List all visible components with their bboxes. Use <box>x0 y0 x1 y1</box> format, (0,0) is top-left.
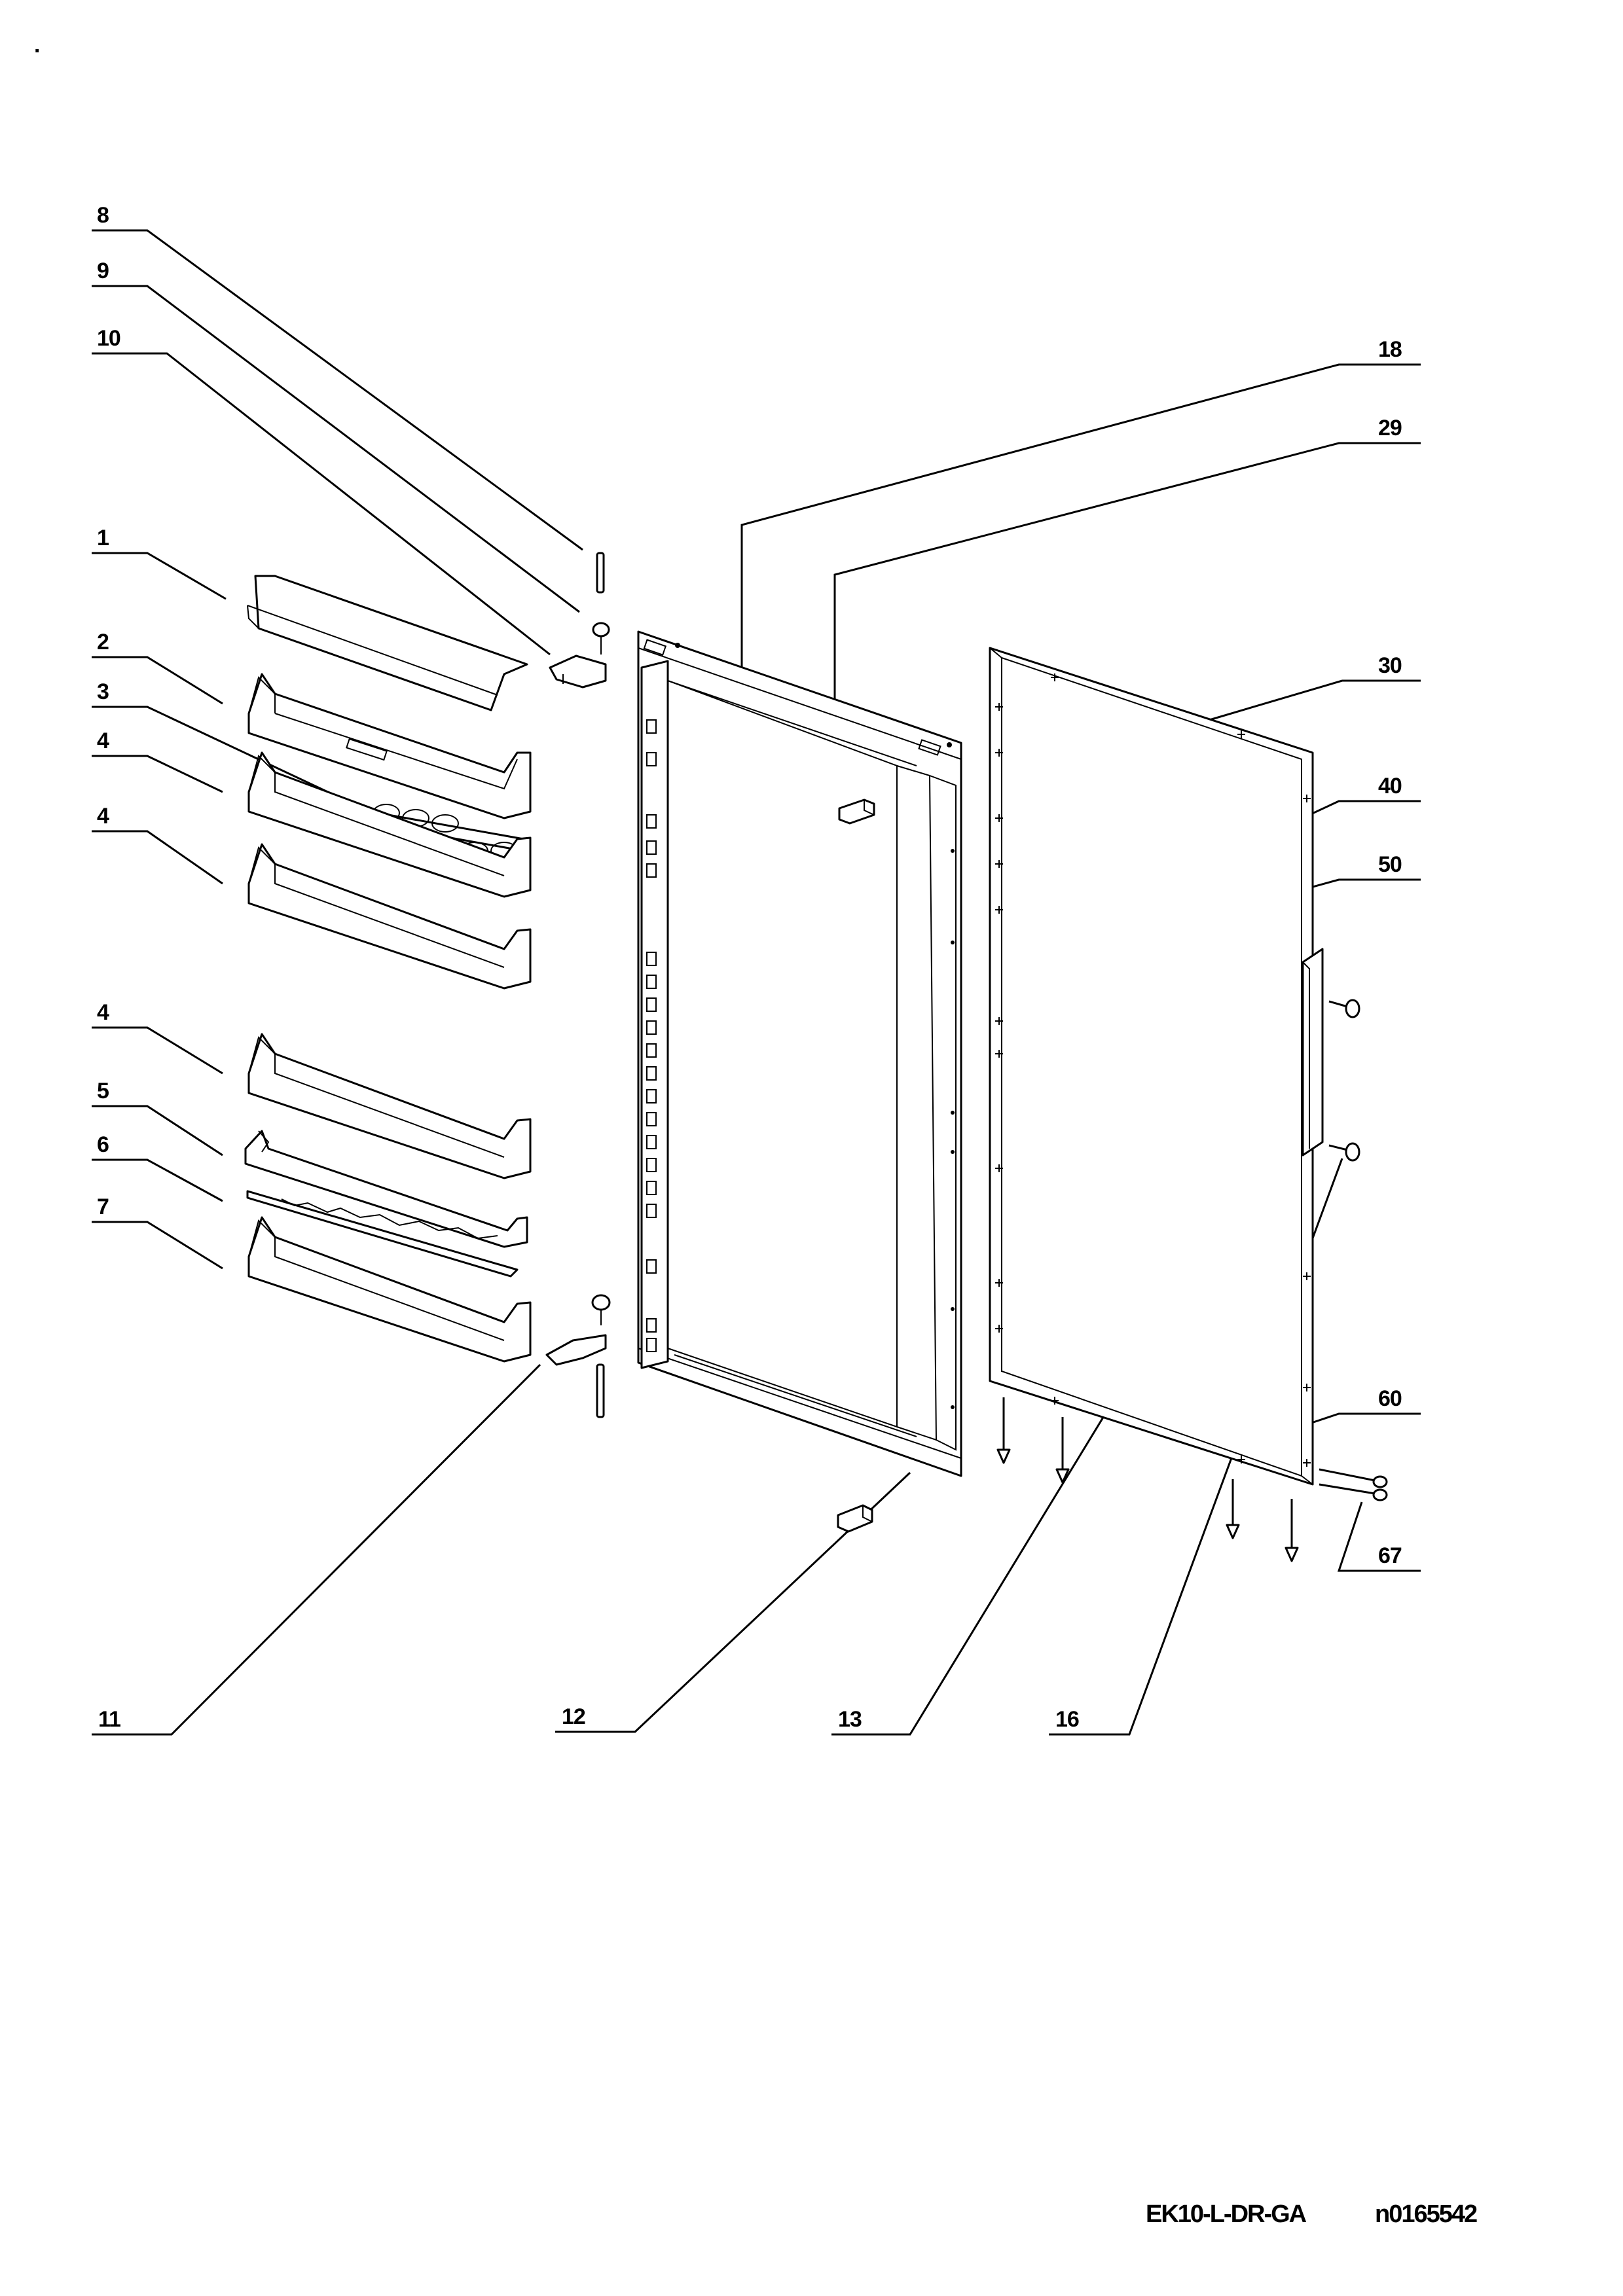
label-30-text: 30 <box>1378 653 1402 678</box>
part-9-hinge-bushing-upper <box>592 622 610 655</box>
part-12-clip-lower <box>837 1504 873 1533</box>
label-7: 7 <box>92 1194 223 1270</box>
label-11: 11 <box>92 1363 541 1736</box>
label-50-text: 50 <box>1378 852 1402 877</box>
label-6-text: 6 <box>97 1132 109 1157</box>
label-3-text: 3 <box>97 679 109 704</box>
part-5-bottle-rail <box>244 1130 528 1248</box>
label-10: 10 <box>92 326 551 656</box>
label-13-text: 13 <box>838 1707 862 1732</box>
part-7-bottom-door-shelf <box>247 1216 532 1363</box>
label-4c: 4 <box>92 1000 223 1075</box>
label-4a-text: 4 <box>97 728 109 753</box>
label-18-text: 18 <box>1378 337 1402 362</box>
label-9-text: 9 <box>97 259 109 283</box>
part-16-screws <box>1328 999 1360 1162</box>
label-29-text: 29 <box>1378 416 1402 440</box>
label-12-text: 12 <box>562 1704 585 1729</box>
label-11-text: 11 <box>98 1707 120 1732</box>
part-4-door-shelf-second <box>247 843 532 990</box>
part-1-shelf-lid <box>247 575 528 711</box>
part-50-door-frame <box>989 647 1314 1486</box>
label-2: 2 <box>92 630 223 705</box>
label-40-text: 40 <box>1378 774 1402 798</box>
part-13-handle <box>1302 948 1324 1157</box>
label-8-text: 8 <box>97 203 109 228</box>
part-6-bottle-holder <box>246 1190 519 1278</box>
label-29: 29 <box>833 416 1421 740</box>
label-5-text: 5 <box>97 1079 109 1103</box>
label-9: 9 <box>92 259 580 613</box>
label-30: 30 <box>1191 653 1421 726</box>
label-4a: 4 <box>92 728 223 793</box>
label-40: 40 <box>1309 774 1421 816</box>
label-3: 3 <box>92 679 377 816</box>
part-8-hinge-pin-upper <box>596 552 605 594</box>
label-8: 8 <box>92 203 583 551</box>
label-4b: 4 <box>92 804 223 885</box>
label-12: 12 <box>555 1471 911 1733</box>
part-4-door-shelf-lower <box>247 1033 532 1179</box>
label-1-text: 1 <box>97 526 109 550</box>
part-2-door-shelf <box>247 673 532 819</box>
label-4b-text: 4 <box>97 804 109 829</box>
part-10-hinge-bracket-upper <box>549 655 607 689</box>
label-67: 67 <box>1337 1501 1421 1572</box>
model-code: EK10-L-DR-GA <box>1146 2200 1307 2228</box>
label-2-text: 2 <box>97 630 109 655</box>
label-7-text: 7 <box>97 1194 109 1219</box>
corner-mark: . <box>34 33 39 58</box>
label-67-text: 67 <box>1378 1543 1402 1568</box>
label-1: 1 <box>92 526 227 600</box>
label-60: 60 <box>1309 1386 1421 1425</box>
drawing-number: n0165542 <box>1375 2200 1477 2228</box>
label-5: 5 <box>92 1079 223 1157</box>
label-4c-text: 4 <box>97 1000 109 1025</box>
label-60-text: 60 <box>1378 1386 1402 1411</box>
label-10-text: 10 <box>97 326 120 351</box>
part-11-hinge-lower <box>545 1294 611 1418</box>
label-16-text: 16 <box>1055 1707 1079 1732</box>
part-4-door-shelf-upper <box>247 751 532 898</box>
label-6: 6 <box>92 1132 223 1202</box>
part-29-clip-upper <box>838 798 875 825</box>
part-18-inner-door-liner <box>637 630 962 1477</box>
part-67-screws <box>996 1397 1388 1562</box>
